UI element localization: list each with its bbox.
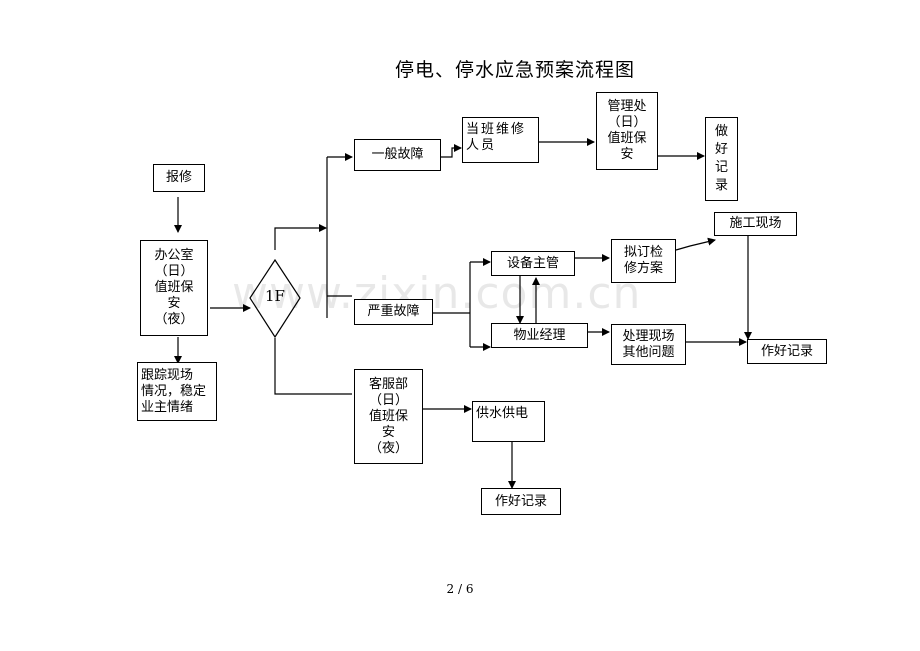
node-track: 跟踪现场 情况，稳定 业主情绪 (137, 362, 217, 421)
node-customer-service: 客服部 （日） 值班保 安 （夜） (354, 369, 423, 464)
decision-label: 1F (265, 287, 285, 305)
node-duty-repair: 当班维修 人员 (462, 117, 539, 163)
node-office: 办公室 （日） 值班保 安 （夜） (140, 240, 208, 336)
node-record-bottom: 作好记录 (481, 488, 561, 515)
connector-general-duty (441, 144, 462, 158)
page-number: 2 / 6 (446, 582, 474, 596)
node-construction: 施工现场 (714, 212, 797, 236)
node-record-mid: 作好记录 (747, 339, 827, 364)
node-equipment-head: 设备主管 (491, 251, 575, 276)
node-management: 管理处 （日） 值班保 安 (596, 92, 658, 170)
node-property-manager: 物业经理 (491, 323, 588, 348)
node-handle-other: 处理现场 其他问题 (611, 324, 686, 365)
connector-decision-top (274, 224, 327, 250)
page-title: 停电、停水应急预案流程图 (394, 59, 635, 81)
decision-diamond (249, 258, 301, 339)
node-water-power: 供水供电 (472, 401, 545, 442)
node-record-top: 做 好 记 录 (705, 117, 738, 201)
node-draft-plan: 拟订检 修方案 (611, 239, 676, 283)
node-report: 报修 (153, 164, 205, 192)
connector-decision-customer (274, 338, 352, 395)
connector-plan-construction (675, 237, 716, 251)
node-serious-fault: 严重故障 (354, 299, 433, 325)
node-general-fault: 一般故障 (354, 139, 441, 171)
